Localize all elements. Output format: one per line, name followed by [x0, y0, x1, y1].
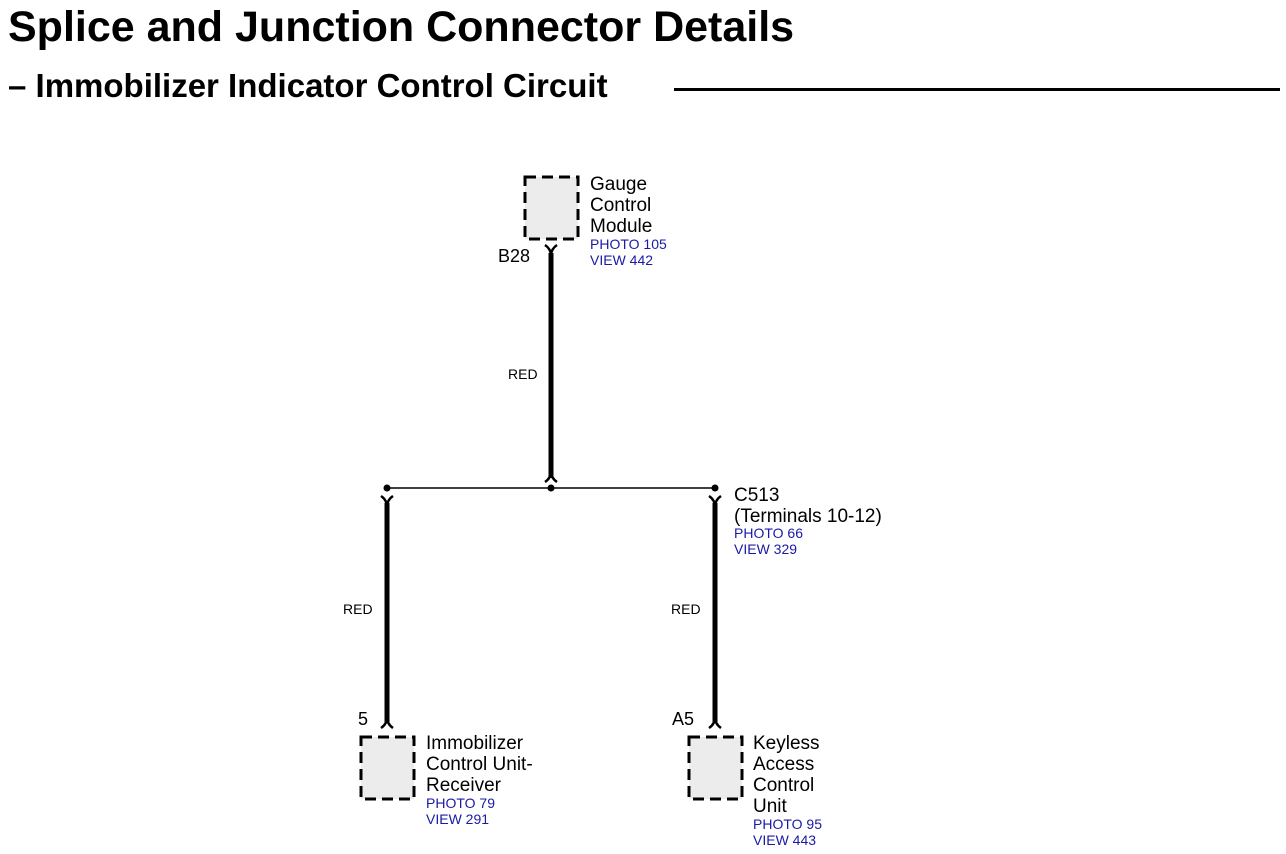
immobilizer-photo-link[interactable]: PHOTO 79 [426, 795, 495, 811]
junction-top-terminal-icon [544, 470, 558, 484]
wire-color-label-immobilizer: RED [343, 601, 373, 617]
keyless-view-link[interactable]: VIEW 443 [753, 832, 816, 848]
junction-dot-right [711, 484, 719, 492]
page-subtitle: – Immobilizer Indicator Control Circuit [8, 67, 608, 104]
junction-view-link[interactable]: VIEW 329 [734, 541, 797, 557]
junction-connector-c513[interactable]: C513 (Terminals 10-12) PHOTO 66 VIEW 329 [734, 485, 882, 557]
subtitle-row: – Immobilizer Indicator Control Circuit [8, 66, 1280, 106]
junction-name: C513 [734, 485, 779, 506]
gauge-module-photo-link[interactable]: PHOTO 105 [590, 236, 667, 252]
gauge-module-name-3: Module [590, 216, 652, 237]
keyless-name-2: Access [753, 754, 814, 775]
junction-terminals: (Terminals 10-12) [734, 506, 882, 527]
subtitle-rule [674, 88, 1280, 91]
gauge-module-name-1: Gauge [590, 174, 647, 195]
keyless-module-box [687, 735, 744, 801]
immobilizer-module-box [359, 735, 416, 801]
keyless-name-4: Unit [753, 796, 788, 817]
immobilizer-view-link[interactable]: VIEW 291 [426, 811, 489, 827]
wire-color-label-gauge: RED [508, 366, 538, 382]
immobilizer-terminal-icon [380, 716, 394, 730]
keyless-terminal-icon [708, 716, 722, 730]
gauge-pin-label: B28 [498, 246, 530, 266]
immobilizer-name-2: Control Unit- [426, 754, 533, 775]
keyless-access-control-unit[interactable]: Keyless Access Control Unit PHOTO 95 VIE… [687, 733, 822, 848]
immobilizer-control-unit[interactable]: Immobilizer Control Unit- Receiver PHOTO… [359, 733, 533, 827]
junction-dot-center [547, 484, 555, 492]
gauge-module-name-2: Control [590, 195, 651, 216]
gauge-module-view-link[interactable]: VIEW 442 [590, 252, 653, 268]
keyless-name-3: Control [753, 775, 814, 796]
page-title: Splice and Junction Connector Details [8, 3, 795, 51]
immobilizer-name-3: Receiver [426, 775, 502, 796]
wire-color-label-keyless: RED [671, 601, 701, 617]
keyless-photo-link[interactable]: PHOTO 95 [753, 816, 822, 832]
junction-photo-link[interactable]: PHOTO 66 [734, 525, 803, 541]
keyless-name-1: Keyless [753, 733, 820, 754]
keyless-pin-label: A5 [672, 709, 694, 729]
gauge-module-box [523, 175, 580, 241]
immobilizer-pin-label: 5 [358, 709, 368, 729]
immobilizer-name-1: Immobilizer [426, 733, 524, 754]
junction-dot-left [383, 484, 391, 492]
gauge-control-module[interactable]: Gauge Control Module PHOTO 105 VIEW 442 [523, 174, 667, 268]
